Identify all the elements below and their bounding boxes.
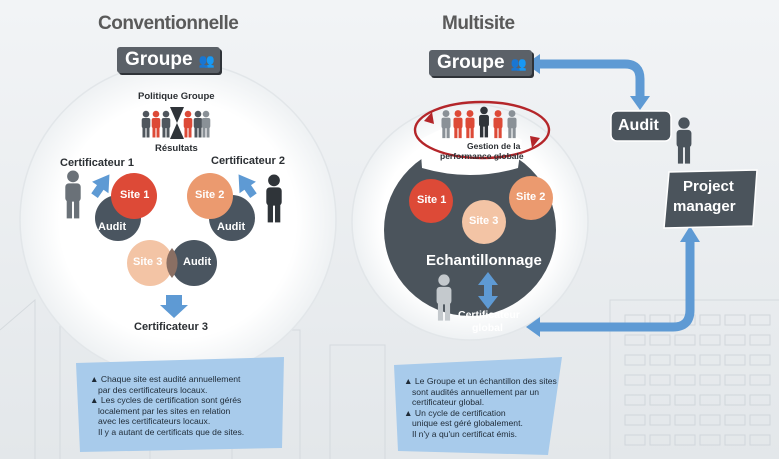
note-line: ▲ Chaque site est audité annuellement (90, 374, 241, 384)
left-title: Conventionnelle (98, 13, 239, 34)
left-group-badge: Groupe 👥 (117, 47, 220, 73)
perf-label-line2: performance globale (440, 151, 524, 161)
global-certifier-line2: global (472, 322, 503, 334)
certificateur-3-label: Certificateur 3 (134, 321, 208, 333)
note-line: ▲ Le Groupe et un échantillon des sites (404, 376, 557, 386)
project-manager-line1: Project (683, 178, 734, 195)
right-note-box (394, 357, 562, 455)
right-site3-label: Site 3 (469, 215, 499, 227)
hourglass-icon (170, 107, 184, 139)
left-note-box (76, 357, 284, 452)
audit-label: Audit (618, 117, 659, 134)
audit-box (610, 110, 672, 142)
right-site1-circle (409, 179, 453, 223)
note-line: unique est géré globalement. (412, 418, 523, 429)
project-manager-line2: manager (673, 198, 736, 215)
left-site1-circle (111, 173, 157, 219)
note-line: localement par les sites en relation (98, 405, 231, 416)
note-line: Il n'y a qu'un certificat émis. (412, 428, 518, 439)
note-line: avec les certificateurs locaux. (98, 416, 211, 427)
left-site3-label: Site 3 (133, 256, 163, 268)
right-site1-label: Site 1 (417, 194, 447, 206)
cycle-ellipse (413, 100, 551, 160)
perf-label-line1: Gestion de la (467, 141, 521, 151)
policy-label: Politique Groupe (138, 91, 215, 102)
note-line: ▲ Un cycle de certification (404, 407, 506, 418)
arrow-icon (478, 272, 498, 309)
right-title: Multisite (442, 13, 515, 34)
right-notes: ▲ Le Groupe et un échantillon des sites … (404, 376, 557, 440)
note-line: certificateur global. (412, 397, 485, 408)
group-people-icon: 👥 (198, 53, 215, 68)
right-site2-label: Site 2 (516, 191, 546, 203)
right-site2-circle (509, 176, 553, 220)
sampling-label: Echantillonnage (426, 252, 542, 269)
left-site3-audit-circle (171, 240, 217, 286)
group-people-icon: 👥 (510, 56, 527, 71)
right-group-label: Groupe (437, 52, 505, 73)
note-line: Il y a autant de certificats que de site… (98, 426, 245, 437)
left-audit1-label: Audit (98, 221, 127, 233)
right-site3-circle (462, 200, 506, 244)
global-certifier-line1: Certificateur (458, 309, 520, 321)
left-audit2-label: Audit (217, 221, 246, 233)
left-site3-circle (127, 240, 173, 286)
left-site2-circle (187, 173, 233, 219)
left-group-label: Groupe (125, 49, 193, 70)
left-site2-label: Site 2 (195, 189, 225, 201)
right-group-badge: Groupe 👥 (429, 50, 532, 76)
note-line: ▲ Les cycles de certification sont gérés (90, 395, 242, 406)
certificateur-2-label: Certificateur 2 (211, 155, 285, 167)
note-line: sont audités annuellement par un (412, 386, 540, 397)
project-manager-box (663, 169, 758, 229)
note-line: par des certificateurs locaux. (98, 384, 208, 395)
left-site1-label: Site 1 (120, 189, 150, 201)
results-label: Résultats (155, 143, 198, 154)
certificateur-1-label: Certificateur 1 (60, 157, 134, 169)
left-audit3-label: Audit (183, 256, 212, 268)
arrow-icon (91, 174, 257, 318)
left-notes: ▲ Chaque site est audité annuellement pa… (90, 374, 244, 438)
